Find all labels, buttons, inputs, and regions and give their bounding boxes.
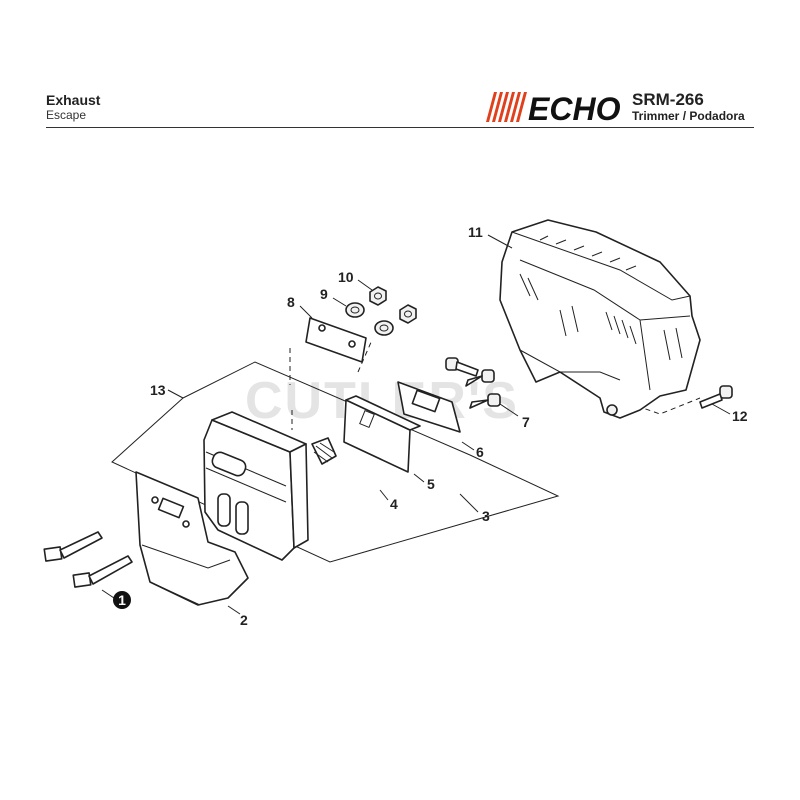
part-screen (311, 437, 337, 465)
callout-9: 9 (320, 286, 328, 302)
section-title: Exhaust (46, 92, 101, 108)
callout-10: 10 (338, 269, 354, 285)
assembly-bracket-13 (111, 361, 560, 563)
part-heat-shield (135, 471, 249, 606)
part-bolts (43, 531, 133, 588)
part-cover-bolt (699, 385, 733, 409)
part-spacer-plate (305, 317, 367, 363)
callout-5: 5 (427, 476, 435, 492)
model-number: SRM-266 (632, 90, 704, 109)
section-subtitle: Escape (46, 108, 87, 122)
section-header: Exhaust Escape (46, 92, 100, 123)
callout-2: 2 (240, 612, 248, 628)
callout-1-badge (113, 591, 131, 609)
callout-13: 13 (150, 382, 166, 398)
callout-1: 1 (118, 592, 126, 608)
part-muffler-cover (499, 219, 701, 419)
callout-3: 3 (482, 508, 490, 524)
callout-8: 8 (287, 294, 295, 310)
part-screws (445, 357, 501, 409)
part-plate (343, 395, 421, 473)
callout-6: 6 (476, 444, 484, 460)
callout-11: 11 (468, 224, 483, 240)
product-type: Trimmer / Podadora (632, 109, 745, 123)
leader-lines (101, 234, 731, 615)
echo-logo-text: ECHO (528, 92, 620, 122)
part-muffler-body (203, 411, 309, 561)
alignment-line-studs (357, 339, 373, 373)
part-nuts (369, 286, 417, 324)
header-rule (46, 127, 754, 128)
callout-12: 12 (732, 408, 748, 424)
echo-logo: ECHO (486, 92, 620, 122)
part-gasket (397, 381, 461, 433)
model-header: SRM-266 Trimmer / Podadora (632, 90, 745, 124)
callout-4: 4 (390, 496, 398, 512)
callout-7: 7 (522, 414, 530, 430)
part-washers (345, 302, 394, 336)
